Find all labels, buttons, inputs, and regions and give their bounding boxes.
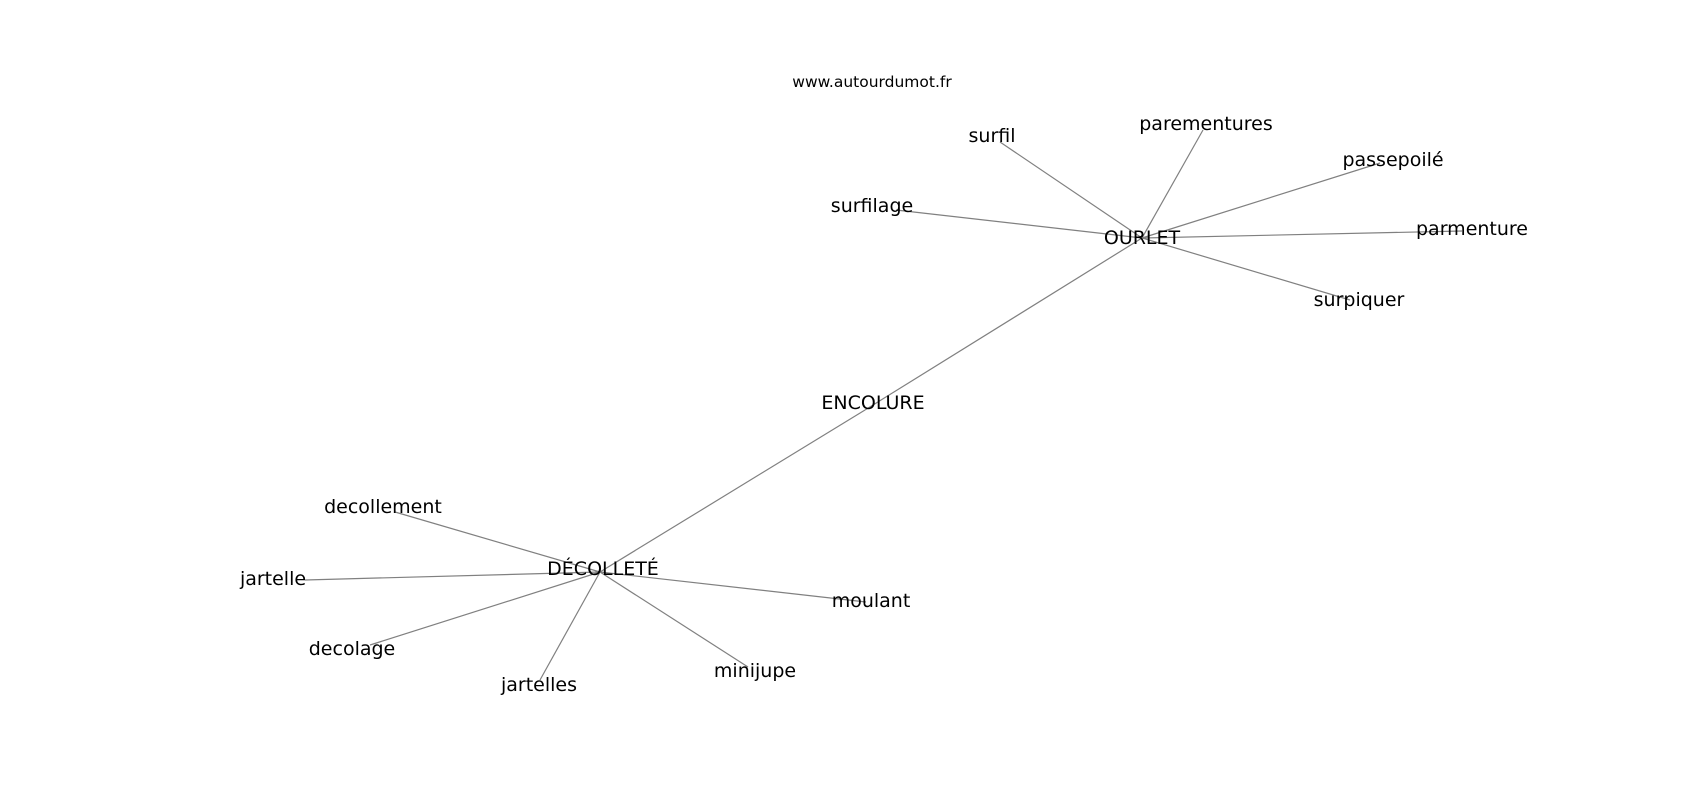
node-decollete: DÉCOLLETÉ bbox=[547, 557, 659, 580]
node-decolage: decolage bbox=[309, 638, 396, 660]
edge-ourlet-surpiquer bbox=[1141, 237, 1351, 301]
node-minijupe: minijupe bbox=[714, 660, 796, 682]
node-jartelle: jartelle bbox=[239, 568, 306, 590]
edge-ourlet-parementures bbox=[1141, 129, 1204, 239]
node-surfil: surfil bbox=[969, 125, 1016, 147]
edges-layer bbox=[304, 129, 1463, 681]
node-decollement: decollement bbox=[324, 496, 442, 518]
edge-decollete-decollement bbox=[394, 511, 601, 573]
labels-layer: ENCOLURE OURLET DÉCOLLETÉ surfil parementure… bbox=[239, 113, 1528, 696]
edge-encolure-decollete bbox=[599, 409, 866, 573]
node-ourlet: OURLET bbox=[1104, 227, 1181, 249]
node-passepoile: passepoilé bbox=[1342, 149, 1443, 171]
edge-ourlet-surfil bbox=[999, 141, 1143, 239]
edge-decollete-moulant bbox=[599, 571, 867, 603]
edge-decollete-jartelle bbox=[304, 571, 601, 581]
watermark: www.autourdumot.fr bbox=[792, 73, 952, 91]
node-surfilage: surfilage bbox=[831, 195, 913, 217]
edge-encolure-ourlet bbox=[864, 237, 1143, 411]
node-encolure: ENCOLURE bbox=[821, 392, 924, 414]
edge-ourlet-parmenture bbox=[1141, 230, 1463, 239]
node-parmenture: parmenture bbox=[1416, 218, 1528, 240]
node-parementures: parementures bbox=[1139, 113, 1273, 135]
edge-ourlet-surfilage bbox=[895, 209, 1143, 239]
node-surpiquer: surpiquer bbox=[1314, 289, 1405, 311]
edge-decollete-jartelles bbox=[539, 571, 601, 681]
node-jartelles: jartelles bbox=[500, 674, 577, 696]
edge-ourlet-passepoile bbox=[1141, 162, 1381, 239]
edge-decollete-minijupe bbox=[599, 571, 749, 668]
node-moulant: moulant bbox=[832, 590, 911, 612]
edge-decollete-decolage bbox=[369, 571, 601, 646]
